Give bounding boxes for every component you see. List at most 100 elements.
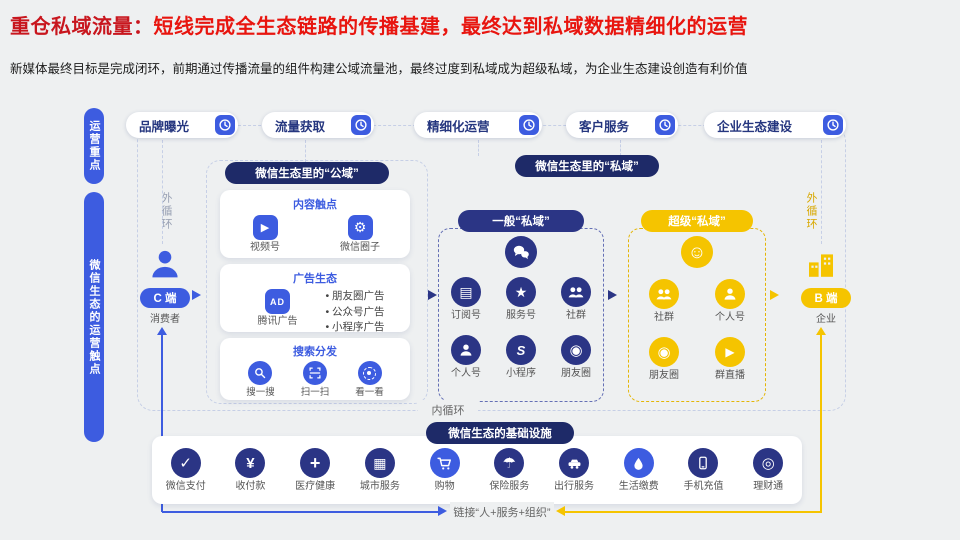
arrow-consumer-to-public-icon [192,290,201,300]
ad-type-official: 公众号广告 [325,305,385,321]
infra-item-phone-topup: 手机充值 [672,448,734,493]
infrastructure-title: 微信生态的基础设施 [426,422,574,444]
infra-label: 城市服务 [359,481,400,492]
arrow-up-enterprise-icon [816,327,826,335]
arrow-up-consumer-icon [157,327,167,335]
pay-glyph: ✓ [179,455,192,472]
group-live-icon: ▶ [715,337,745,367]
collect-pay-icon: ¥ [235,448,266,478]
moments-icon: ◉ [649,337,679,367]
side-label-operations-focus: 运营重点 [84,108,104,184]
content-touchpoints-label: 内容触点 [293,199,337,211]
medical-icon: + [300,448,331,478]
tencent-ads-item: AD 腾讯广告 [245,289,309,328]
moments-icon: ◉ [561,335,591,365]
super-community-label: 社群 [654,312,674,323]
public-domain-dashed-box [206,160,428,404]
infra-item-medical: + 医疗健康 [284,448,346,493]
arrow-general-to-super-icon [608,290,617,300]
community-icon [649,279,679,309]
super-personal-item: 个人号 [708,279,752,324]
infra-label: 出行服务 [554,481,595,492]
content-touchpoints-items: ▶ 视频号 ⚙ 微信圈子 [250,215,380,254]
consumer-icon [147,246,183,282]
tencent-ads-icon: AD [264,289,290,314]
b-side-badge: B 端 [801,288,851,308]
connector-dashed-traffic [305,140,306,162]
arrow-public-to-private-icon [428,290,437,300]
video-channel-item: ▶ 视频号 [250,215,280,254]
watch-icon [357,361,382,385]
infra-label: 医疗健康 [295,481,336,492]
infra-label: 生活缴费 [618,481,659,492]
search-item: 搜一搜 [246,361,275,399]
service-glyph: ★ [514,283,528,300]
super-community-item: 社群 [642,279,686,324]
subscription-account-icon: ▤ [451,277,481,307]
group-live-item: ▶ 群直播 [708,337,752,382]
stage-refined-operations: 精细化运营 [414,112,542,138]
live-glyph: ▶ [725,345,735,359]
consumer-label: 消费者 [150,314,180,325]
infra-item-wealth: ◎ 理财通 [737,448,799,493]
scan-item: 扫一扫 [301,361,329,399]
super-personal-label: 个人号 [715,312,745,323]
clock-icon [655,115,675,135]
search-label: 搜一搜 [246,387,275,398]
wechat-circles-item: ⚙ 微信圈子 [340,215,380,254]
arrow-super-to-enterprise-icon [770,290,779,300]
stage-traffic-acquisition-label: 流量获取 [275,119,326,134]
medical-glyph: + [309,452,321,473]
search-distribution-items: 搜一搜 扫一扫 看一看 [246,361,384,399]
mobile-phone-icon [688,448,719,478]
outer-loop-right-label: 外循环 [805,192,817,231]
wechat-pay-icon: ✓ [170,448,201,478]
inner-loop-label: 内循环 [418,400,478,420]
video-channel-icon: ▶ [252,215,278,240]
side-label-wechat-touchpoints-text: 微信生态的运营触点 [88,258,100,376]
search-distribution-label: 搜索分发 [293,346,337,358]
infra-label: 收付款 [235,481,266,492]
search-distribution-box: 搜索分发 搜一搜 扫一扫 看一看 [220,338,410,400]
ad-ecosystem-label: 广告生态 [293,273,337,285]
personal-account-item: 个人号 [444,335,488,380]
stage-enterprise-ecosystem-label: 企业生态建设 [717,119,793,134]
search-icon [248,361,273,385]
infra-item-shopping: 购物 [414,448,476,493]
side-label-wechat-touchpoints: 微信生态的运营触点 [84,192,104,442]
wechat-icon [505,236,537,268]
infra-item-utilities: 生活缴费 [608,448,670,493]
super-moments-label: 朋友圈 [649,370,679,381]
group-live-label: 群直播 [715,370,745,381]
city-services-icon: ▦ [364,448,395,478]
watch-item: 看一看 [355,361,384,399]
connector-dashed-service [620,140,621,156]
water-drop-icon [623,448,654,478]
moments-item: ◉ 朋友圈 [554,335,598,380]
link-line-left [161,335,163,512]
ad-type-moments: 朋友圈广告 [325,289,385,305]
collect-glyph: ¥ [246,454,255,472]
stage-traffic-acquisition: 流量获取 [262,112,374,138]
wechat-circles-label: 微信圈子 [340,242,380,253]
shopping-cart-icon [429,448,460,478]
infra-label: 手机充值 [683,481,724,492]
wealth-coin-icon: ◎ [753,448,784,478]
infrastructure-box: ✓ 微信支付 ¥ 收付款 + 医疗健康 ▦ 城市服务 购物 ☂ 保险服务 [152,436,802,504]
general-private-title: 一般“私域” [458,210,584,232]
stage-brand-exposure-label: 品牌曝光 [139,119,190,134]
mini-program-item: S 小程序 [499,335,543,380]
mini-program-icon: S [506,335,536,365]
personal-account-icon [715,279,745,309]
clock-icon [519,115,539,135]
infra-item-city-services: ▦ 城市服务 [349,448,411,493]
enterprise-buildings-icon [805,248,837,280]
infra-label: 保险服务 [489,481,530,492]
subscribe-glyph: ▤ [459,283,473,300]
ad-type-miniprogram: 小程序广告 [325,320,385,336]
content-touchpoints-box: 内容触点 ▶ 视频号 ⚙ 微信圈子 [220,190,410,258]
video-glyph: ▶ [260,222,270,234]
ad-ecosystem-box: 广告生态 AD 腾讯广告 朋友圈广告 公众号广告 小程序广告 [220,264,410,333]
moments-glyph: ◉ [569,342,583,359]
